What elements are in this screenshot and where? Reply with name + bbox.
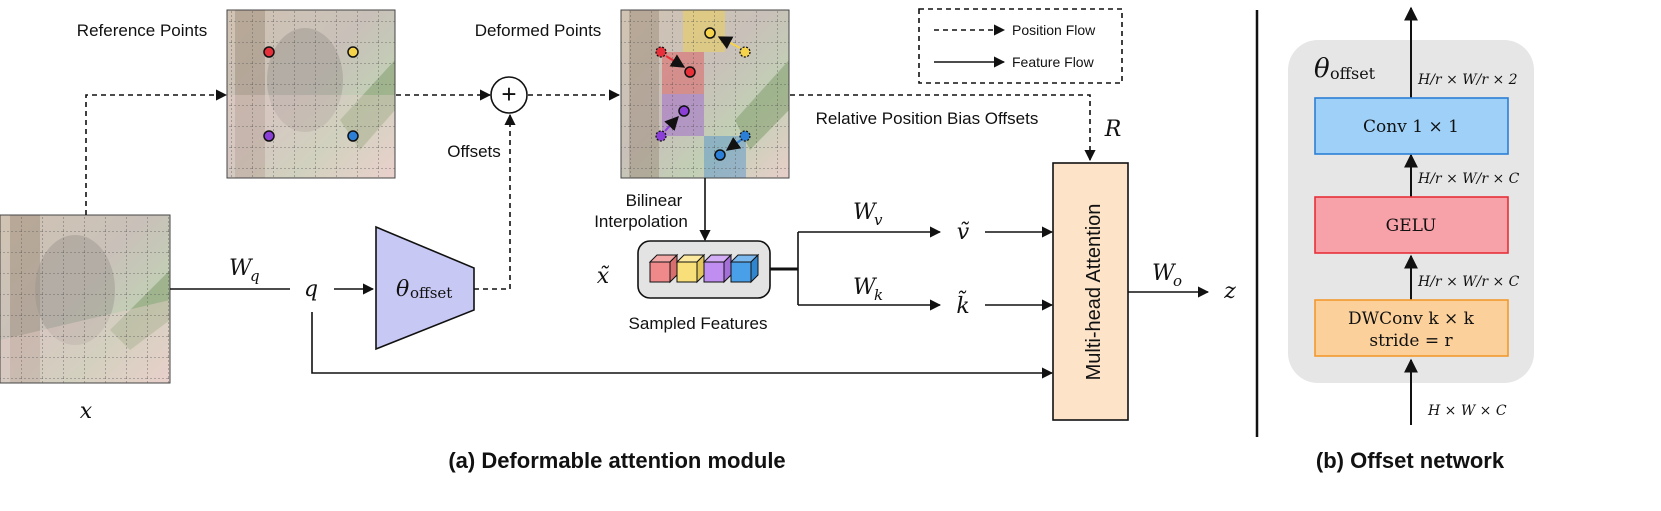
relative-bias-label: Relative Position Bias Offsets bbox=[816, 109, 1039, 128]
offset-network-trapezoid: θ offset bbox=[375, 225, 475, 351]
Wk-label: W k bbox=[853, 275, 883, 304]
z-symbol: z bbox=[1223, 279, 1236, 304]
legend-position-flow: Position Flow bbox=[1012, 22, 1096, 38]
v-tilde-symbol: ṽ bbox=[957, 220, 970, 245]
x-symbol: x bbox=[80, 399, 93, 424]
Wk-sub: k bbox=[874, 286, 883, 304]
conv-1x1-block: Conv 1 × 1 bbox=[1314, 97, 1509, 155]
legend: Position Flow Feature Flow bbox=[918, 8, 1123, 84]
reference-points-label: Reference Points bbox=[77, 21, 207, 40]
deformed-points-label: Deformed Points bbox=[475, 21, 602, 40]
theta-symbol: θ bbox=[396, 277, 409, 302]
panel-b-theta-sub: offset bbox=[1330, 64, 1376, 83]
panel-b-theta: θ bbox=[1314, 54, 1330, 84]
cube-blue bbox=[729, 253, 760, 284]
dim-top: H/r × W/r × 2 bbox=[1417, 72, 1518, 88]
sampled-features-label: Sampled Features bbox=[629, 314, 768, 333]
deformed-point-yellow bbox=[704, 27, 716, 39]
cube-yellow bbox=[675, 253, 706, 284]
dwconv-label-line1: DWConv k × k bbox=[1348, 309, 1475, 329]
panel-b-caption: (b) Offset network bbox=[1316, 448, 1505, 473]
panel-a-caption: (a) Deformable attention module bbox=[448, 448, 785, 473]
legend-feature-flow: Feature Flow bbox=[1012, 54, 1095, 70]
offset-network-panel: θ offset Conv 1 × 1 GELU DWConv k × k st… bbox=[1288, 6, 1534, 425]
Wv-sub: v bbox=[874, 211, 883, 229]
input-image bbox=[0, 214, 171, 384]
cube-purple bbox=[702, 253, 733, 284]
gelu-label: GELU bbox=[1386, 216, 1437, 236]
ref-point-red bbox=[263, 46, 275, 58]
reference-points-image bbox=[226, 9, 396, 179]
bilinear-label-line2: Interpolation bbox=[594, 212, 688, 231]
cube-red bbox=[648, 253, 679, 284]
R-symbol: R bbox=[1104, 117, 1122, 142]
deformed-point-purple bbox=[678, 105, 690, 117]
Wv-main: W bbox=[853, 200, 878, 225]
Wq-main: W bbox=[229, 256, 254, 281]
k-tilde-symbol: k̃ bbox=[956, 289, 969, 319]
deformed-point-red bbox=[684, 66, 696, 78]
gelu-block: GELU bbox=[1314, 196, 1509, 254]
conv-label: Conv 1 × 1 bbox=[1363, 117, 1459, 137]
mha-label: Multi-head Attention bbox=[1083, 204, 1105, 381]
Wv-label: W v bbox=[853, 200, 883, 229]
dim-mid1: H/r × W/r × C bbox=[1417, 171, 1520, 187]
ref-point-blue bbox=[347, 130, 359, 142]
dim-bottom: H × W × C bbox=[1427, 403, 1507, 419]
deformed-points-image bbox=[620, 9, 790, 179]
Wo-sub: o bbox=[1173, 272, 1182, 290]
theta-subscript: offset bbox=[410, 284, 452, 302]
Wo-main: W bbox=[1152, 261, 1177, 286]
x-tilde-symbol: x̃ bbox=[597, 264, 610, 289]
sampled-features-box bbox=[637, 240, 771, 299]
plus-symbol: + bbox=[501, 79, 516, 109]
dwconv-block: DWConv k × k stride = r bbox=[1314, 299, 1509, 357]
q-symbol: q bbox=[304, 277, 318, 302]
Wk-main: W bbox=[853, 275, 878, 300]
bilinear-label-line1: Bilinear bbox=[626, 191, 683, 210]
dim-mid2: H/r × W/r × C bbox=[1417, 274, 1520, 290]
deformed-point-blue bbox=[714, 149, 726, 161]
Wo-label: W o bbox=[1152, 261, 1182, 290]
add-node: + bbox=[490, 76, 528, 114]
multi-head-attention-block: Multi-head Attention bbox=[1052, 162, 1129, 421]
dwconv-label-line2: stride = r bbox=[1369, 331, 1453, 351]
Wq-sub: q bbox=[250, 267, 260, 285]
ref-point-purple bbox=[263, 130, 275, 142]
offsets-label: Offsets bbox=[447, 142, 501, 161]
Wq-label: W q bbox=[229, 256, 260, 285]
ref-point-yellow bbox=[347, 46, 359, 58]
